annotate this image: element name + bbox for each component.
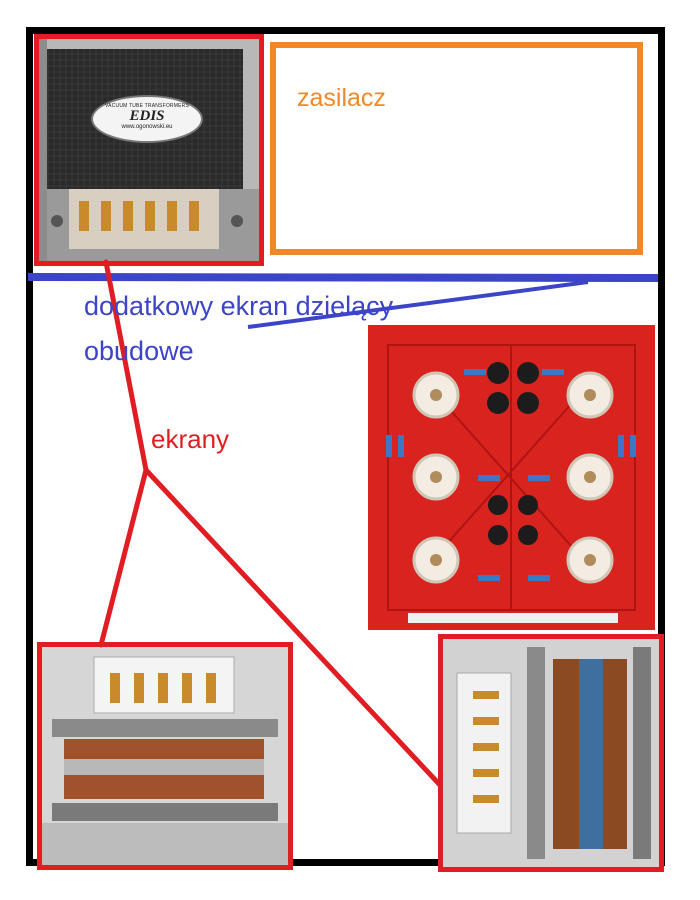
- screens-label: ekrany: [151, 424, 230, 454]
- divider-pointer-line: [247, 280, 589, 329]
- badge-line1: VACUUM TUBE TRANSFORMERS: [105, 103, 189, 109]
- power-transformer-photo: VACUUM TUBE TRANSFORMERS EDIS www.ogonow…: [34, 34, 264, 266]
- output-transformer-left-photo: [37, 642, 293, 870]
- screen-pointer-top: [103, 259, 149, 473]
- divider-label-line1: dodatkowy ekran dzielący: [84, 291, 394, 321]
- power-supply-label: zasilacz: [297, 84, 386, 112]
- badge-brand: EDIS: [129, 108, 165, 124]
- divider-line: [27, 273, 659, 282]
- output-transformer-right-photo: [438, 634, 664, 872]
- transformer-badge: VACUUM TUBE TRANSFORMERS EDIS www.ogonow…: [91, 95, 203, 143]
- amplifier-pcb-photo: [368, 325, 655, 630]
- power-supply-box: [270, 42, 643, 255]
- divider-label-line2: obudowe: [84, 336, 194, 366]
- screen-pointer-bottom-right: [143, 467, 443, 788]
- screen-pointer-bottom-left: [98, 467, 149, 648]
- badge-url: www.ogonowski.eu: [121, 124, 173, 130]
